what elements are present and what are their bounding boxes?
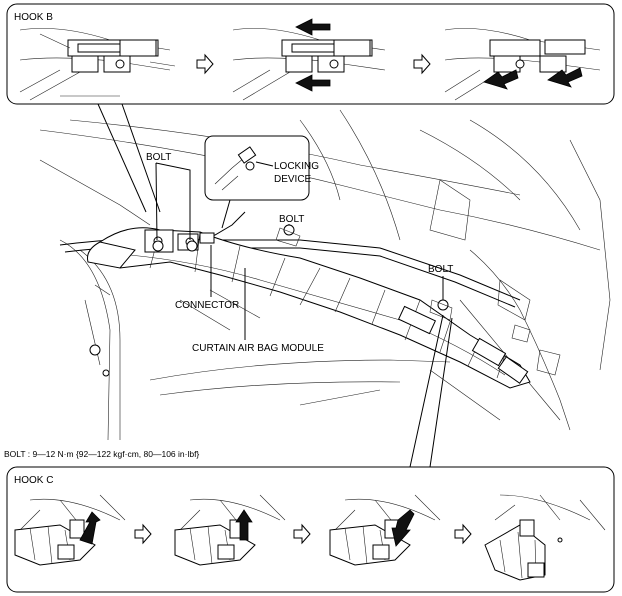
hook-c-arrow-1	[79, 511, 101, 545]
hook-b-step-1	[19, 28, 176, 101]
hook-c-callout-lines	[409, 314, 453, 468]
bolt-left-leader	[155, 162, 191, 241]
hook-c-step-1	[14, 494, 126, 566]
hook-c-arrow-3	[391, 509, 415, 547]
bolt-center-label: BOLT	[279, 214, 304, 225]
locking-device-label-line1: LOCKING	[274, 161, 319, 172]
hook-b-callout-lines	[97, 103, 161, 213]
hook-c-step-3	[329, 494, 441, 566]
module-label: CURTAIN AIR BAG MODULE	[192, 343, 324, 354]
locking-device-label-line2: DEVICE	[274, 174, 312, 185]
locking-device-inset	[204, 135, 310, 229]
hook-c-step-arrow-3	[454, 523, 472, 545]
pull-down-arrow-right	[547, 67, 583, 88]
hook-c-panel: HOOK C	[6, 466, 615, 593]
main-illustration	[39, 109, 611, 441]
slide-left-arrow-lower	[295, 74, 331, 92]
hook-c-step-arrow-1	[134, 523, 152, 545]
hook-c-title: HOOK C	[14, 475, 53, 486]
hook-c-arrow-2	[235, 509, 253, 541]
torque-spec: BOLT : 9—12 N·m {92—122 kgf·cm, 80—106 i…	[4, 449, 199, 459]
hook-b-panel: HOOK B	[6, 3, 615, 105]
connector-label: CONNECTOR	[175, 300, 239, 311]
hook-b-step-3	[444, 28, 601, 101]
hook-c-step-2	[174, 494, 286, 566]
hook-b-step-arrow-1	[196, 53, 214, 75]
bolt-right-label: BOLT	[428, 264, 453, 275]
pull-down-arrow-left	[483, 69, 519, 90]
hook-b-title: HOOK B	[14, 12, 53, 23]
hook-b-step-2	[232, 18, 386, 101]
hook-c-step-4	[484, 494, 606, 581]
hook-b-step-arrow-2	[413, 53, 431, 75]
bolt-right-marker	[437, 299, 449, 311]
bolt-left-marker	[152, 240, 164, 252]
bolt-left-label: BOLT	[146, 152, 171, 163]
hook-c-step-arrow-2	[293, 523, 311, 545]
slide-left-arrow-upper	[295, 18, 331, 36]
